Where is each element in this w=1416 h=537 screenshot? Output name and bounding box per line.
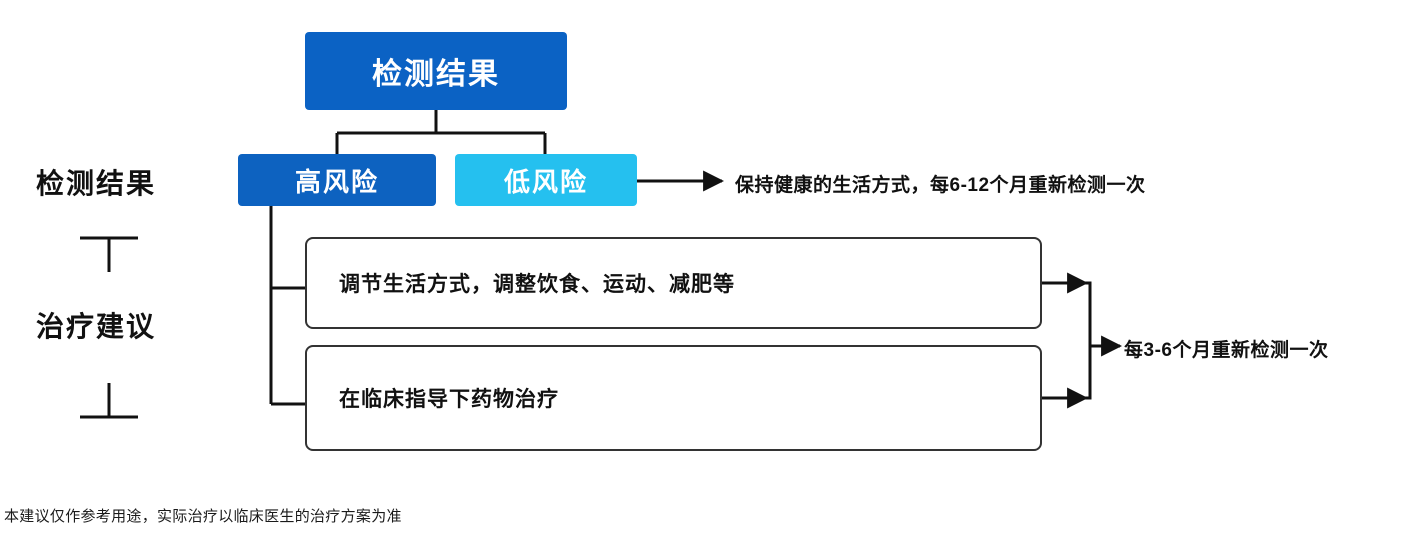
node-lifestyle-advice-label: 调节生活方式，调整饮食、运动、减肥等 <box>339 273 735 296</box>
node-low-risk[interactable]: 低风险 <box>455 154 637 206</box>
annotation-low-risk-followup: 保持健康的生活方式，每6-12个月重新检测一次 <box>735 170 1146 197</box>
side-label-test-result-text: 检测结果 <box>36 168 157 199</box>
side-label-treatment-advice-text: 治疗建议 <box>36 311 157 342</box>
node-test-result-root[interactable]: 检测结果 <box>305 32 567 110</box>
node-low-risk-label: 低风险 <box>503 166 588 197</box>
node-high-risk-label: 高风险 <box>294 166 379 197</box>
side-label-treatment-advice: 治疗建议 <box>36 305 156 345</box>
node-lifestyle-advice[interactable]: 调节生活方式，调整饮食、运动、减肥等 <box>305 237 1042 329</box>
node-medication-advice-label: 在临床指导下药物治疗 <box>339 388 559 411</box>
annotation-high-risk-followup-text: 每3-6个月重新检测一次 <box>1124 340 1329 361</box>
annotation-low-risk-followup-text: 保持健康的生活方式，每6-12个月重新检测一次 <box>735 175 1146 196</box>
node-medication-advice[interactable]: 在临床指导下药物治疗 <box>305 345 1042 451</box>
node-test-result-root-label: 检测结果 <box>372 58 500 91</box>
side-label-test-result: 检测结果 <box>36 162 156 202</box>
footnote-disclaimer: 本建议仅作参考用途，实际治疗以临床医生的治疗方案为准 <box>4 508 402 525</box>
node-high-risk[interactable]: 高风险 <box>238 154 436 206</box>
annotation-high-risk-followup: 每3-6个月重新检测一次 <box>1124 335 1328 362</box>
